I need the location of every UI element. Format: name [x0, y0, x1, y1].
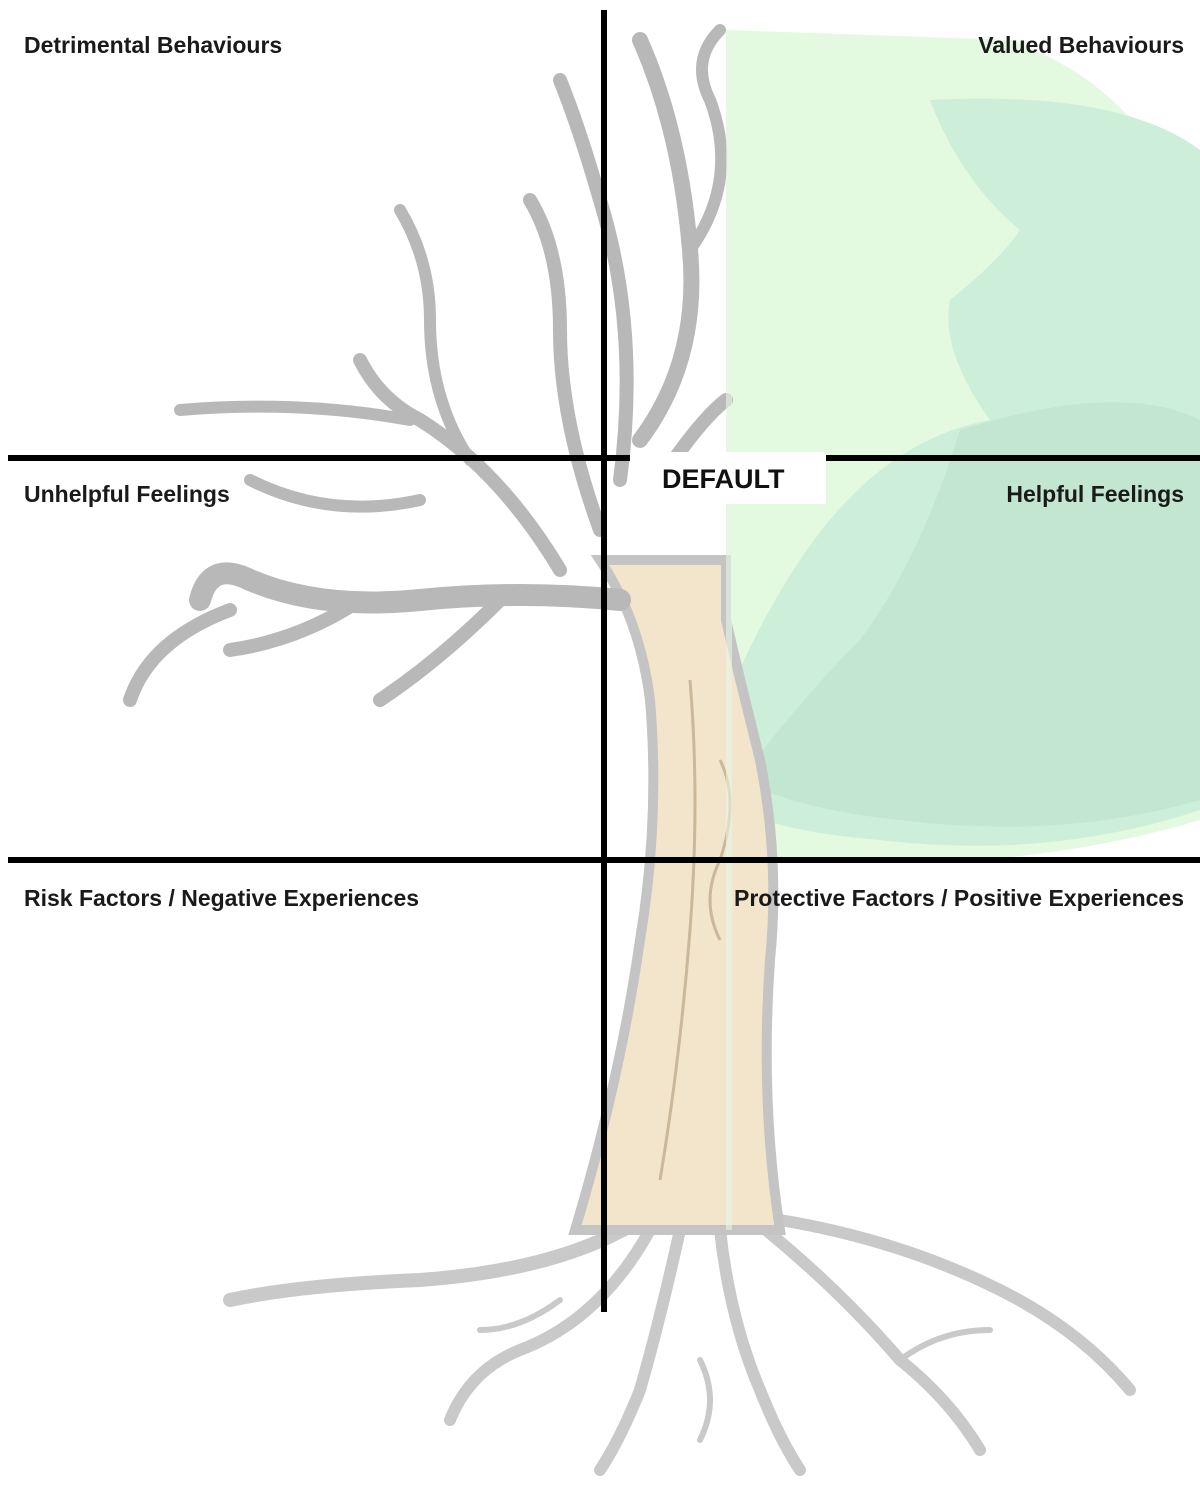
valued-behaviours-label: Valued Behaviours [978, 32, 1184, 58]
default-label-box [630, 452, 826, 504]
protective-factors-label: Protective Factors / Positive Experience… [734, 885, 1184, 911]
detrimental-behaviours-label: Detrimental Behaviours [24, 32, 283, 58]
quadrant-dividers [8, 10, 1200, 1312]
unhelpful-feelings-label: Unhelpful Feelings [24, 481, 230, 507]
roots [223, 1213, 1136, 1476]
foliage [726, 30, 1200, 860]
helpful-feelings-label: Helpful Feelings [1006, 481, 1184, 507]
risk-factors-label: Risk Factors / Negative Experiences [24, 885, 420, 911]
default-label: DEFAULT [662, 464, 785, 494]
